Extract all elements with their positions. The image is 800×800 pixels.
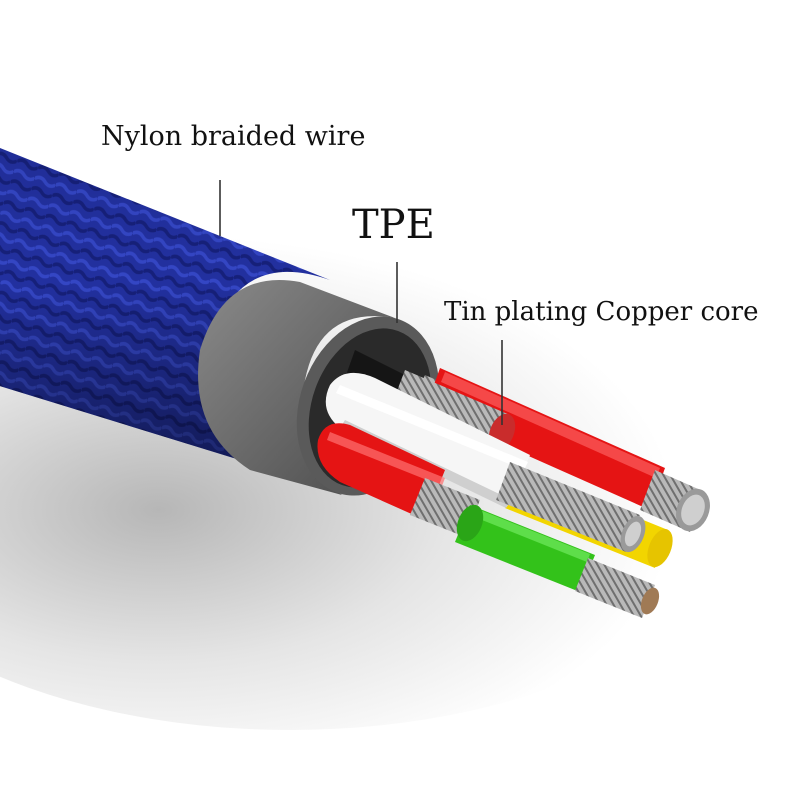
wire-green (455, 504, 660, 618)
label-tpe: TPE (352, 202, 435, 248)
label-tin-plating-copper-core: Tin plating Copper core (444, 297, 759, 327)
nylon-braid-jacket (0, 148, 330, 460)
label-nylon-braided-wire: Nylon braided wire (101, 121, 366, 152)
wire-red-top (392, 368, 710, 532)
leader-lines (219, 180, 503, 425)
